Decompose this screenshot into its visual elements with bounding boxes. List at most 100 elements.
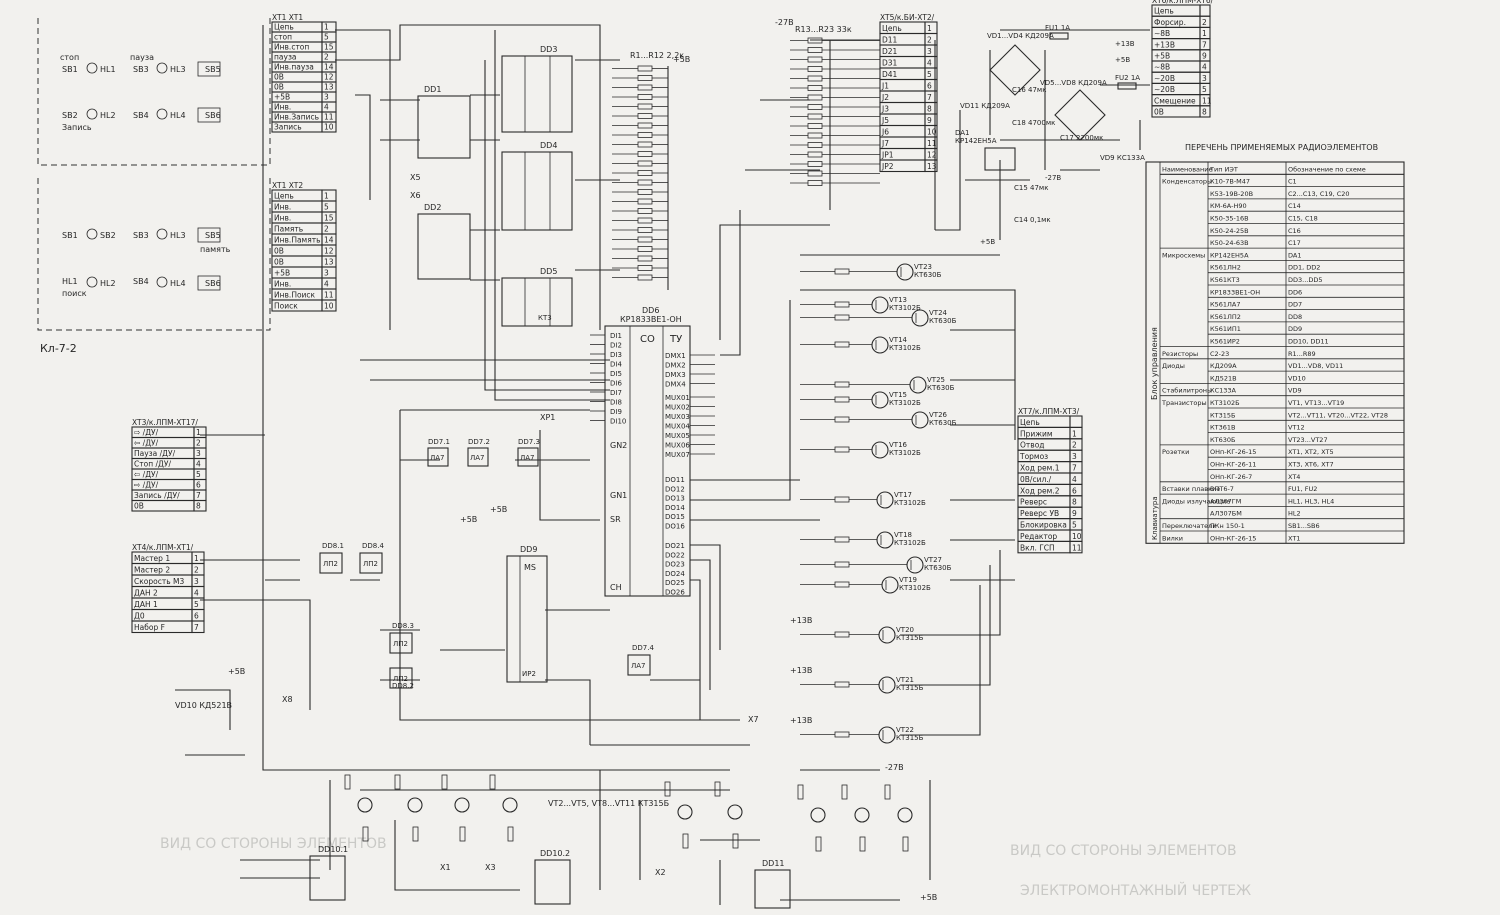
chip-gn2: GN2	[610, 441, 627, 450]
parts-list-title: ПЕРЕЧЕНЬ ПРИМЕНЯЕМЫХ РАДИОЭЛЕМЕНТОВ	[1185, 143, 1378, 152]
chip-label: DD1	[424, 85, 441, 94]
transistor-icon	[911, 309, 929, 327]
gate-label: DD8.4	[362, 542, 384, 550]
power-supply: VD1...VD4 КД209А VD5...VD8 КД209А FU1 1А…	[955, 24, 1145, 246]
connector-pin-label: Инв.Поиск	[274, 291, 316, 300]
connector-pin-cell	[1199, 4, 1211, 17]
led-icon	[156, 276, 168, 288]
transistor-icon	[727, 804, 743, 820]
connector-pin-number: 8	[927, 105, 932, 114]
connector-pin-cell	[1069, 415, 1083, 428]
chip-body	[754, 869, 791, 909]
connector-pin-label: Цепь	[1154, 7, 1174, 16]
gate-type: ЛП2	[393, 640, 408, 648]
transistor-icon	[871, 296, 889, 314]
switch-label-sb5: SB5	[205, 65, 221, 74]
led-label-hl1: SB2	[100, 231, 116, 240]
resistor-icon	[732, 833, 739, 849]
transistor-icon	[854, 807, 870, 823]
dd6-mux-pin: DMX4	[665, 381, 686, 389]
connector-pin-number: 1	[194, 554, 199, 563]
connector-pin-number: 6	[1072, 486, 1077, 495]
connector-pin-number: 8	[196, 502, 201, 511]
transistor-icon	[878, 726, 896, 744]
transistor-icon	[897, 807, 913, 823]
resistor-icon	[884, 784, 891, 800]
switch-label-sb6: SB6	[205, 279, 221, 288]
supply-label: +13В	[1115, 40, 1135, 48]
resistor-icon	[637, 189, 653, 195]
switch-label-pamyat: память	[200, 245, 231, 254]
dd6-di-pin: DI5	[610, 370, 622, 378]
ghost-text-right: ВИД СО СТОРОНЫ ЭЛЕМЕНТОВ	[1010, 843, 1237, 859]
resistor-icon	[489, 774, 496, 790]
gate-body	[389, 632, 413, 654]
resistor-icon	[807, 170, 823, 177]
connector-pin-label: 0В/сил./	[1020, 475, 1052, 484]
fuse-label: FU1 1А	[1045, 24, 1070, 32]
connector-pin-number: 11	[324, 113, 334, 122]
switch-group-top: стоп SB1 HL1 SB2 Запись HL2 пауза SB3 HL…	[60, 53, 221, 132]
connector-pin-cell	[1069, 540, 1083, 554]
connector-pin-number: 7	[1202, 40, 1207, 49]
chip-type: КР1833ВЕ1-ОН	[620, 315, 682, 324]
parts-row-designation: DD6	[1288, 288, 1302, 296]
connector-pin-label: J5	[881, 116, 889, 125]
led-icon	[86, 228, 98, 240]
connector-pin-number: 5	[927, 70, 932, 79]
parts-row-type: К50-35-16В	[1210, 215, 1249, 223]
switch-label-sb4: SB4	[133, 277, 149, 286]
connector-pin-number: 6	[927, 82, 932, 91]
wiring	[175, 24, 1150, 905]
connector-pin-label: D31	[882, 59, 898, 68]
connector-pin-number: 1	[927, 24, 932, 33]
dd6-mux-pin: MUX07	[665, 451, 690, 459]
resistor-icon	[797, 784, 804, 800]
chip-label: DD11	[762, 859, 785, 868]
node-x1: X1	[440, 863, 451, 872]
led-label-hl3: HL3	[170, 65, 186, 74]
chip-body	[604, 325, 691, 597]
chip-label: DD2	[424, 203, 441, 212]
resistor-icon	[902, 836, 909, 852]
transistor-name: VT13	[889, 296, 907, 304]
parts-row-designation: VT1, VT13...VT19	[1288, 399, 1344, 407]
switch-label-sb6: SB6	[205, 111, 221, 120]
resistor-icon	[637, 75, 653, 81]
supply-label: -27В	[885, 763, 904, 772]
parts-row-type: ВПТ6-7	[1210, 485, 1234, 493]
transistor-name: VT16	[889, 441, 908, 449]
connector-pin-label: Цепь	[274, 192, 294, 201]
diode-label: VD11 КД209А	[960, 102, 1010, 110]
led-label-hl3: HL3	[170, 231, 186, 240]
resistor-icon	[807, 85, 823, 91]
node-x8: X8	[282, 695, 293, 704]
connector-pin-label: Запись /ДУ/	[134, 491, 180, 500]
led-label-hl4: HL4	[170, 279, 186, 288]
connector-pin-label: ∼20В	[1154, 74, 1175, 83]
transistor-name: VT17	[894, 491, 912, 499]
supply-label: +5В	[228, 667, 245, 676]
parts-row-designation: HL2	[1288, 510, 1301, 518]
transistor-name: VT21	[896, 676, 914, 684]
transistor-type: КТ3102Б	[889, 344, 921, 352]
connector-pin-number: 2	[324, 53, 329, 62]
connector-pin-label: 0В	[274, 73, 284, 82]
resistor-icon	[834, 446, 850, 453]
gate-body	[627, 654, 651, 676]
transistor-type: КТ630Б	[929, 419, 957, 427]
connector-pin-number: 6	[196, 481, 201, 490]
resistor-icon	[834, 496, 850, 503]
resistor-icon	[834, 268, 850, 275]
transistor-group-label: VT2...VT5, VT8...VT11 КТ315Б	[548, 799, 669, 808]
connector-pin-number: 2	[194, 566, 199, 575]
dd6-do-pin: DO16	[665, 523, 685, 531]
connector-pin-number: 2	[927, 36, 932, 45]
cap-label: C16 47мк	[1012, 86, 1046, 94]
connector-pin-label: D11	[882, 36, 898, 45]
resistor-icon	[637, 246, 653, 252]
